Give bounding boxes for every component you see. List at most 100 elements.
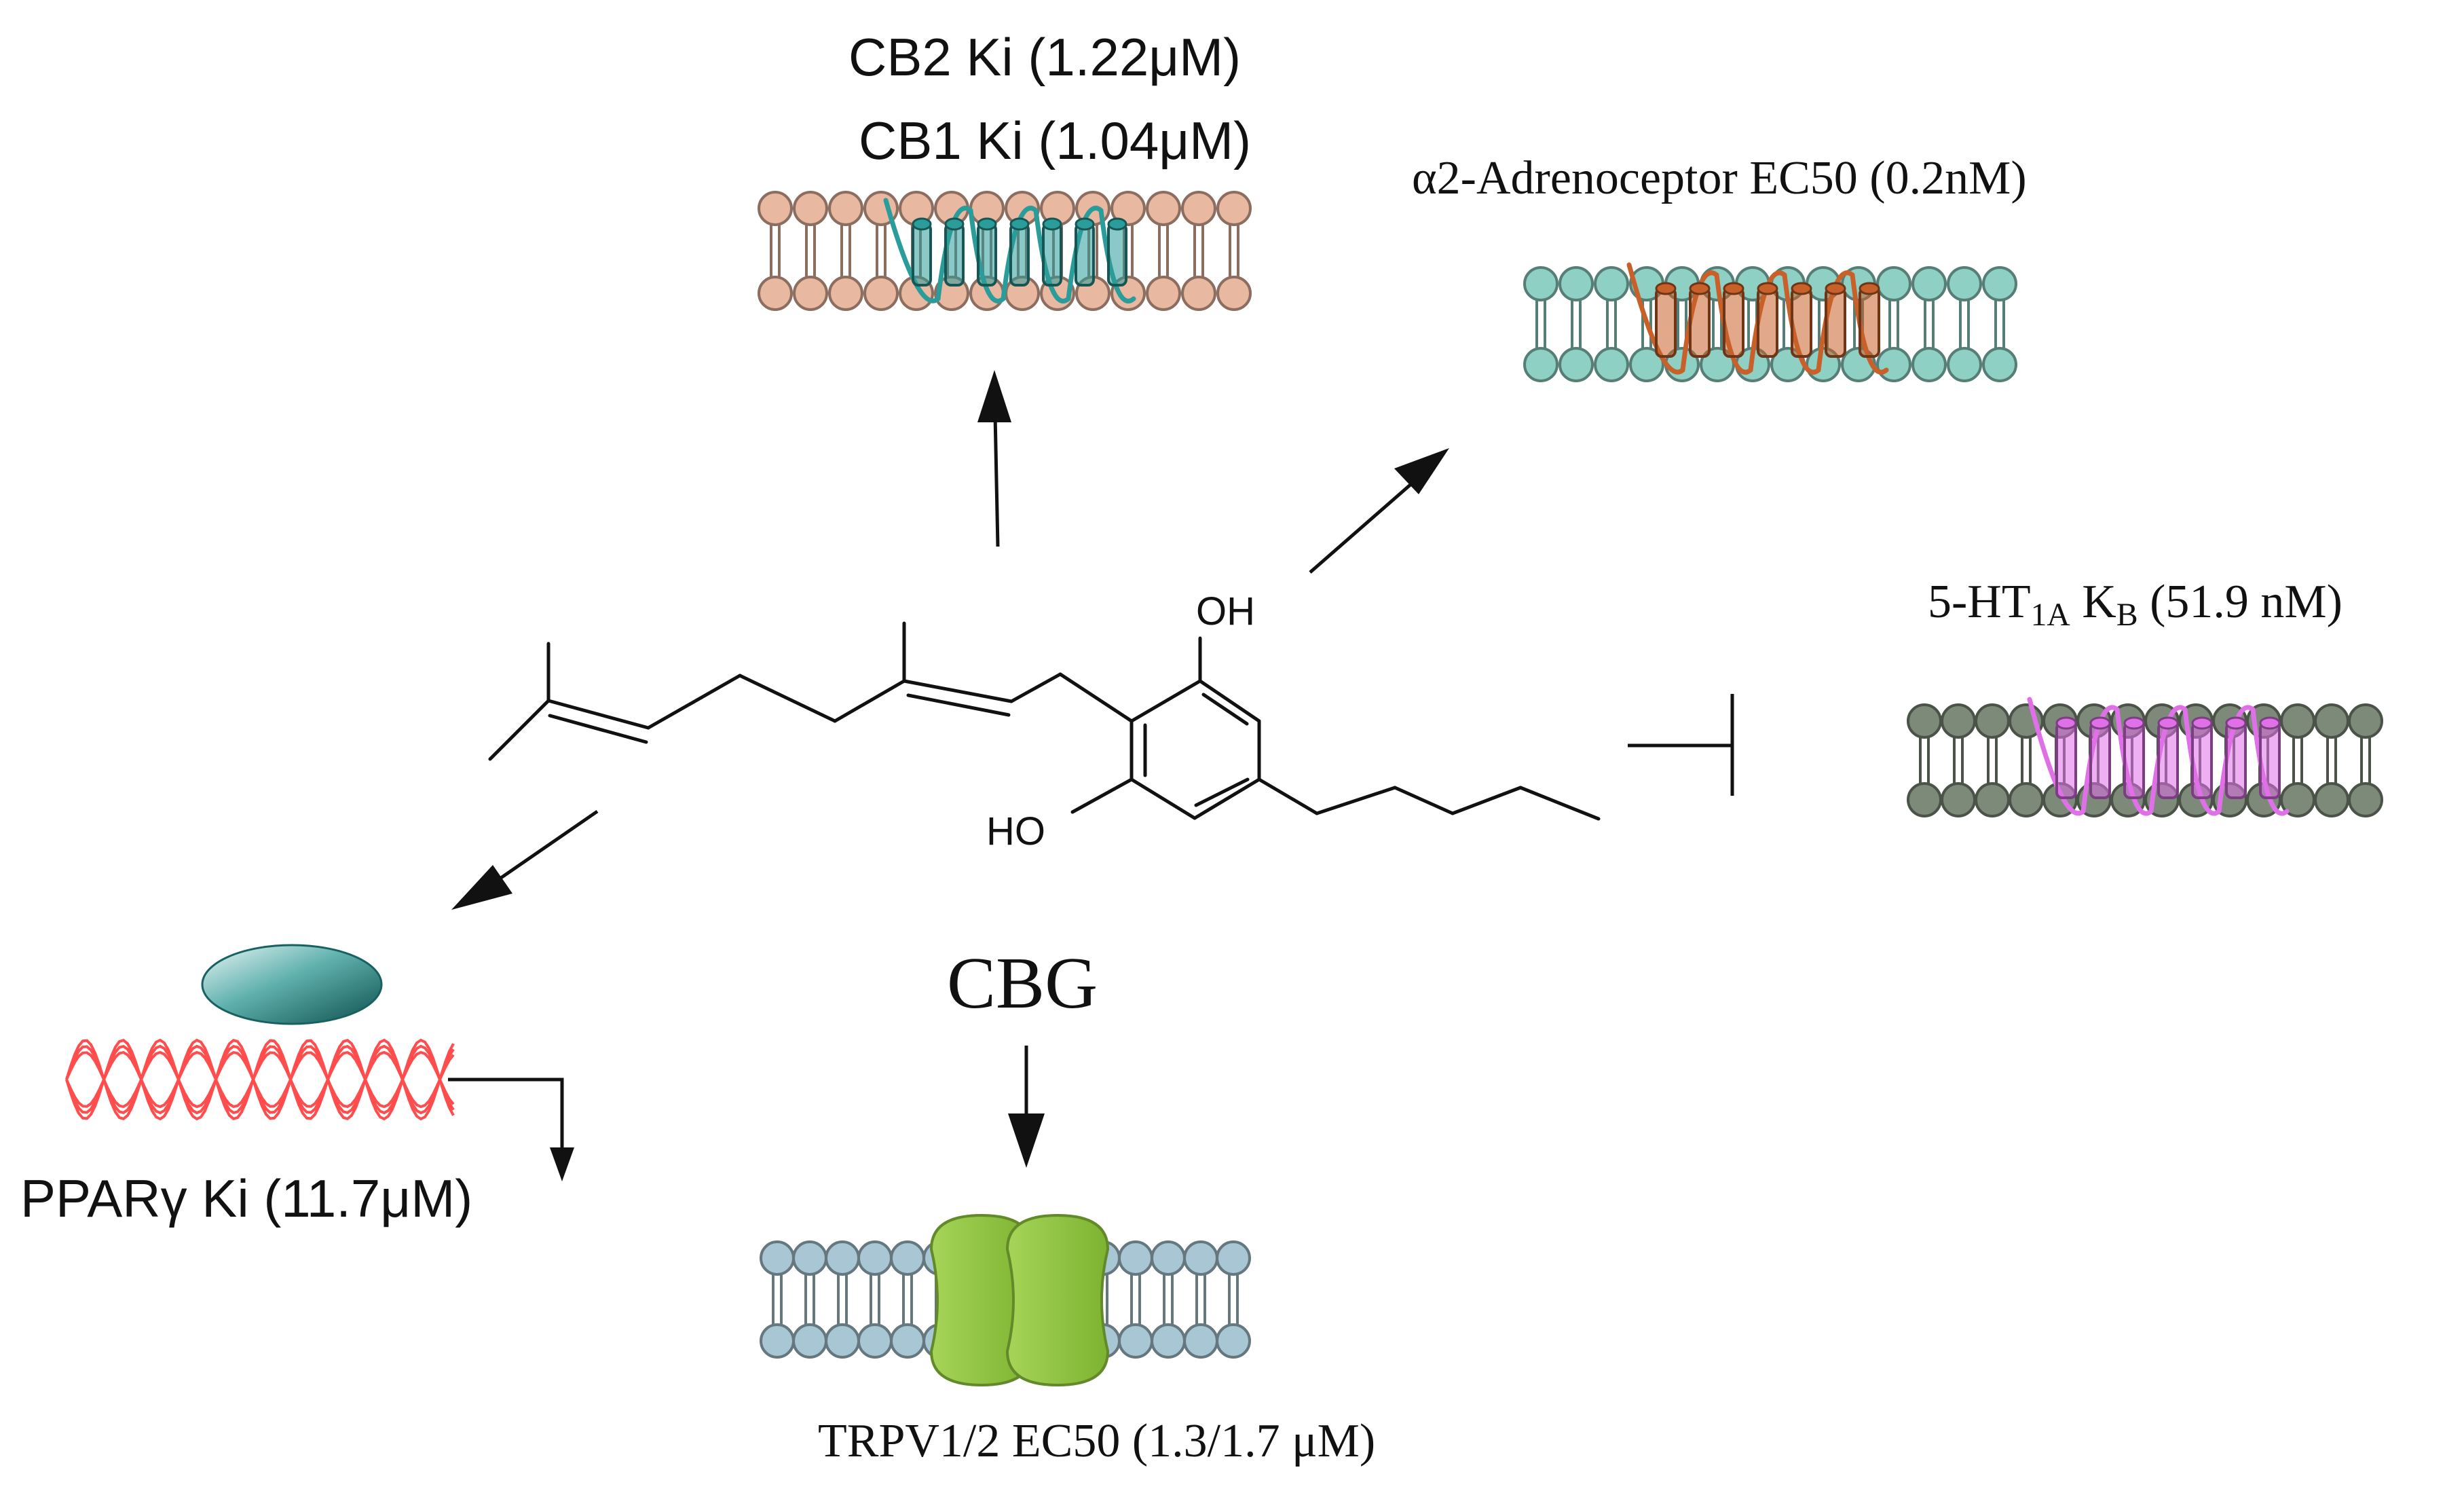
lipid	[1558, 266, 1594, 382]
transmembrane-helix	[912, 223, 932, 287]
bond	[1201, 693, 1249, 726]
lipid	[1594, 266, 1629, 382]
bond	[488, 699, 550, 761]
lipid	[1146, 191, 1181, 311]
transmembrane-helix	[1655, 287, 1677, 358]
bond	[1130, 679, 1202, 723]
transmembrane-helix	[1859, 287, 1880, 358]
hydroxyl-label-top: OH	[1196, 589, 1255, 633]
arrow-to-cb-receptors	[977, 370, 1011, 547]
bond	[546, 699, 650, 730]
lipid	[1941, 703, 1976, 817]
transmembrane-helix	[1723, 287, 1744, 358]
bond	[1070, 777, 1134, 814]
cb1-cb2-membrane-receptor	[758, 191, 1252, 311]
hydroxyl-label-bottom: HO	[986, 809, 1045, 853]
trpv-membrane-channel	[760, 1213, 1251, 1387]
transmembrane-helix	[2055, 722, 2077, 799]
bond	[548, 714, 648, 744]
bond	[1198, 679, 1261, 723]
transmembrane-helix	[1009, 223, 1030, 287]
5ht1a-membrane-receptor	[1907, 697, 2383, 817]
transmembrane-helix	[1689, 287, 1711, 358]
lipid	[1523, 266, 1558, 382]
transmembrane-helix	[2157, 722, 2179, 799]
arrows	[448, 370, 1734, 1181]
lipid	[1181, 191, 1216, 311]
alpha2-membrane-receptor	[1523, 262, 2017, 382]
inhibition-to-5ht1a	[1628, 694, 1734, 796]
bond	[902, 679, 1013, 703]
dna-strand	[65, 1044, 455, 1115]
trpv-ec50-label: TRPV1/2 EC50 (1.3/1.7 μM)	[818, 1415, 1376, 1467]
bond	[646, 674, 742, 730]
arrow-to-ppar	[451, 809, 599, 910]
transmembrane-helix	[1107, 223, 1127, 287]
lipid	[863, 191, 899, 311]
bond	[1518, 786, 1601, 821]
ppar-gamma-ki-label: PPARγ Ki (11.7μM)	[20, 1168, 473, 1228]
transmembrane-helix	[1075, 223, 1095, 287]
transmembrane-helix	[1791, 287, 1812, 358]
bond	[1130, 777, 1197, 820]
lipid	[1907, 703, 1942, 817]
lipid	[792, 1240, 827, 1359]
bond	[1315, 786, 1397, 815]
transmembrane-helix	[2259, 722, 2281, 799]
channel-subunit	[1005, 1213, 1110, 1387]
transmembrane-helix	[2123, 722, 2145, 799]
lipid	[1975, 703, 2010, 817]
transmembrane-helix	[944, 223, 965, 287]
cbg-structure	[488, 621, 1601, 821]
bond	[1393, 786, 1455, 815]
bond	[1058, 672, 1134, 723]
bond	[1193, 777, 1261, 820]
dna-strand	[65, 1044, 455, 1115]
cb1-ki-label: CB1 Ki (1.04μM)	[859, 111, 1252, 170]
bond	[833, 679, 906, 723]
lipid	[1216, 191, 1252, 311]
transmembrane-helix	[2191, 722, 2213, 799]
lipid	[1216, 1240, 1251, 1359]
lipid	[793, 191, 828, 311]
lipid	[1151, 1240, 1186, 1359]
lipid	[890, 1240, 925, 1359]
lipid	[1947, 266, 1982, 382]
cb2-ki-label: CB2 Ki (1.22μM)	[848, 27, 1242, 87]
cbg-molecule-label: CBG	[947, 943, 1098, 1024]
bond	[906, 693, 1011, 717]
transmembrane-helix	[1042, 223, 1062, 287]
bond	[1194, 777, 1250, 807]
lipid	[1183, 1240, 1218, 1359]
bond	[1451, 786, 1523, 815]
lipid	[758, 191, 793, 311]
transmembrane-helix	[1757, 287, 1778, 358]
lipid	[760, 1240, 795, 1359]
lipid	[828, 191, 863, 311]
lipid	[1911, 266, 1947, 382]
arrow-to-alpha2	[1309, 448, 1449, 574]
transmembrane-helix	[977, 223, 997, 287]
transmembrane-helix	[1825, 287, 1846, 358]
dna-strand	[65, 1050, 455, 1109]
lipid	[857, 1240, 893, 1359]
lipid	[1876, 266, 1911, 382]
dna-strand	[65, 1050, 455, 1109]
lipid	[825, 1240, 860, 1359]
alpha2-ec50-label: α2-Adrenoceptor EC50 (0.2nM)	[1412, 152, 2027, 204]
lipid	[1118, 1240, 1153, 1359]
transmembrane-helix	[2089, 722, 2111, 799]
lipid	[2348, 703, 2383, 817]
bond	[1257, 777, 1319, 815]
arrow-to-trpv	[1008, 1046, 1045, 1168]
bond	[738, 674, 837, 723]
lipid	[2314, 703, 2349, 817]
5ht1a-kb-label: 5-HT1A KB (51.9 nM)	[1928, 576, 2342, 633]
ppar-gamma-dna-complex	[65, 944, 455, 1121]
transmembrane-helix	[2225, 722, 2247, 799]
lipid	[2280, 703, 2315, 817]
transcription-arrow	[448, 1078, 574, 1181]
ppar-gamma-protein	[201, 944, 383, 1025]
